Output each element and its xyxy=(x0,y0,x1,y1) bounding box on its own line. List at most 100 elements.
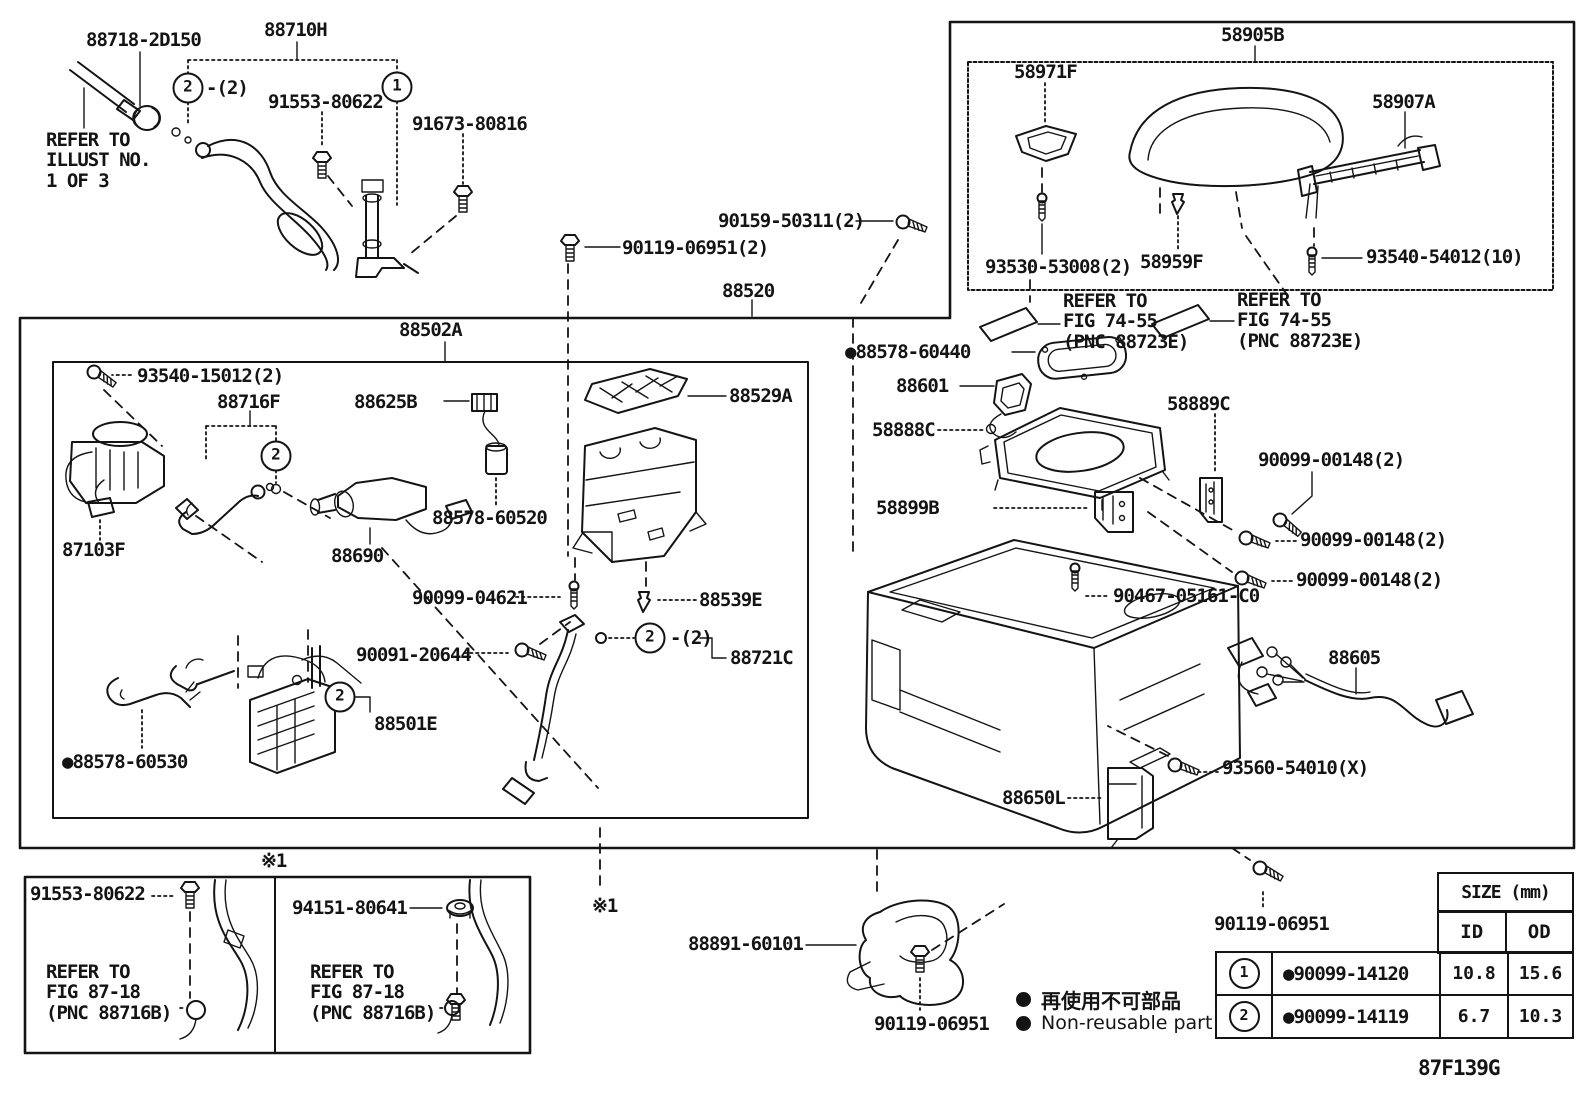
label-88578-60530: ●88578-60530 xyxy=(62,751,188,773)
label-88625b: 88625B xyxy=(354,391,418,413)
note-refer-fig87-left: REFER TO FIG 87-18 (PNC 88716B) xyxy=(46,961,172,1024)
note-refer-fig87-right: REFER TO FIG 87-18 (PNC 88716B) xyxy=(310,961,436,1024)
label-58905b: 58905B xyxy=(1221,24,1285,46)
refer-cell-right xyxy=(409,879,509,1034)
label-93540-54012: 93540-54012(10) xyxy=(1366,246,1524,268)
label-90099-04621: 90099-04621 xyxy=(412,587,528,609)
part-88690-actuator xyxy=(309,477,473,535)
size-table-col-od: OD xyxy=(1527,921,1551,943)
label-58888c: 58888C xyxy=(872,419,936,441)
label-88539e: 88539E xyxy=(699,589,763,611)
box-refer-table xyxy=(23,875,532,1055)
non-reusable-dot-icon xyxy=(1016,1015,1031,1031)
part-88625b-sensor xyxy=(471,393,508,475)
part-88721c-hose xyxy=(502,614,585,805)
box-58905b xyxy=(967,61,1554,291)
size-table-subheader: ID OD xyxy=(1437,910,1574,954)
part-evaporator-unit xyxy=(572,427,707,563)
part-armrest-lid xyxy=(1128,86,1344,188)
label-94151-80641: 94151-80641 xyxy=(292,897,408,919)
label-88578-60520: 88578-60520 xyxy=(432,507,548,529)
label-58959f: 58959F xyxy=(1140,251,1204,273)
box-88502a xyxy=(52,361,809,819)
label-88578-60440: ●88578-60440 xyxy=(845,341,971,363)
box-88502a-contents xyxy=(65,341,727,805)
callout-suffix-b: -(2) xyxy=(670,627,713,649)
screw-90119-bottom xyxy=(910,903,1005,1011)
label-90119-06951-bottom: 90119-06951 xyxy=(874,1013,990,1035)
part-88650l-bracket xyxy=(1107,767,1154,849)
label-58899b: 58899B xyxy=(876,497,940,519)
part-58899b-bracket xyxy=(1094,491,1134,533)
part-58889c-bracket xyxy=(1199,477,1223,523)
label-88520: 88520 xyxy=(722,280,775,302)
label-88605: 88605 xyxy=(1328,647,1381,669)
label-90099-00148-c: 90099-00148(2) xyxy=(1296,569,1443,591)
part-88578-60530-hose xyxy=(106,677,201,708)
callout-circle: 2 xyxy=(324,681,356,713)
label-90159-50311: 90159-50311(2) xyxy=(718,210,865,232)
label-88718-2d150: 88718-2D150 xyxy=(86,29,202,51)
part-58905b-armrest-group xyxy=(1015,45,1441,297)
callout-circle: 2 xyxy=(634,622,666,654)
label-88891-60101: 88891-60101 xyxy=(688,933,804,955)
label-93540-15012: 93540-15012(2) xyxy=(137,365,284,387)
label-88721c: 88721C xyxy=(730,647,794,669)
note-refer-fig74-left: REFER TO FIG 74-55 (PNC 88723E) xyxy=(1063,290,1189,353)
main-frame xyxy=(18,20,1576,1055)
legend-non-reusable-jp: 再使用不可部品 xyxy=(1016,985,1181,1014)
row-id-value: 10.8 xyxy=(1441,953,1509,994)
part-88716f-tube xyxy=(175,482,275,535)
label-87103f: 87103F xyxy=(62,539,126,561)
callout-suffix-a: -(2) xyxy=(206,77,249,99)
label-91673-80816: 91673-80816 xyxy=(412,113,528,135)
part-88605-wire-harness xyxy=(1227,637,1474,728)
leaders-top-left xyxy=(83,41,928,557)
size-table-body: 1 ●90099-14120 10.8 15.6 2 ●90099-14119 … xyxy=(1215,951,1574,1039)
callout-circle: 2 xyxy=(260,440,292,472)
size-table-title: SIZE (mm) xyxy=(1437,872,1574,913)
legend-label-en: Non-reusable part xyxy=(1041,1012,1213,1034)
row-callout-1: 1 xyxy=(1228,958,1260,989)
row-id-value: 6.7 xyxy=(1441,996,1509,1037)
screw-90119-right xyxy=(1251,859,1286,911)
part-87103f-amplifier xyxy=(65,421,165,518)
label-93530-53008: 93530-53008(2) xyxy=(985,256,1132,278)
label-90119-06951-2: 90119-06951(2) xyxy=(622,237,769,259)
size-table-row: 1 ●90099-14120 10.8 15.6 xyxy=(1217,953,1572,996)
part-88578-60440-seal xyxy=(1037,336,1128,380)
label-88529a: 88529A xyxy=(729,385,793,407)
label-88690: 88690 xyxy=(331,545,384,567)
label-88716f: 88716F xyxy=(217,391,281,413)
label-88601: 88601 xyxy=(896,375,949,397)
legend-label-jp: 再使用不可部品 xyxy=(1041,989,1181,1013)
label-90467-05161: 90467-05161-C0 xyxy=(1113,585,1260,607)
label-90119-06951-right: 90119-06951 xyxy=(1214,913,1330,935)
part-94151-80641-nut xyxy=(446,899,474,919)
size-table-row: 2 ●90099-14119 6.7 10.3 xyxy=(1217,996,1572,1037)
label-88650l: 88650L xyxy=(1002,787,1066,809)
note-refer-illust: REFER TO ILLUST NO. 1 OF 3 xyxy=(46,129,151,192)
row-part-number: ●90099-14120 xyxy=(1273,953,1441,994)
row-part-number: ●90099-14119 xyxy=(1273,996,1441,1037)
non-reusable-dot-icon xyxy=(1016,992,1031,1007)
row-callout-2: 2 xyxy=(1228,1001,1260,1032)
label-91553-80622-cell: 91553-80622 xyxy=(30,883,146,905)
label-58971f: 58971F xyxy=(1014,61,1078,83)
callout-circle: 2 xyxy=(172,72,204,104)
note-ref-mark-1: ※1 xyxy=(261,850,287,872)
figure-code: 87F139G xyxy=(1418,1056,1501,1080)
part-58971f-latch xyxy=(1015,125,1077,162)
part-88891-60101-cover xyxy=(805,899,964,1006)
part-58907a-hinge xyxy=(1297,135,1441,219)
part-88710h-pipe-assembly xyxy=(69,61,419,278)
row-od-value: 15.6 xyxy=(1518,963,1563,984)
callout-circle: 1 xyxy=(381,71,413,103)
label-90099-00148-b: 90099-00148(2) xyxy=(1300,529,1447,551)
part-88529a-packing xyxy=(584,368,688,414)
part-console-group xyxy=(865,336,1474,897)
refer-cell-left xyxy=(151,879,259,1040)
label-91553-80622-top: 91553-80622 xyxy=(268,91,384,113)
label-93560-54010: 93560-54010(X) xyxy=(1222,757,1369,779)
